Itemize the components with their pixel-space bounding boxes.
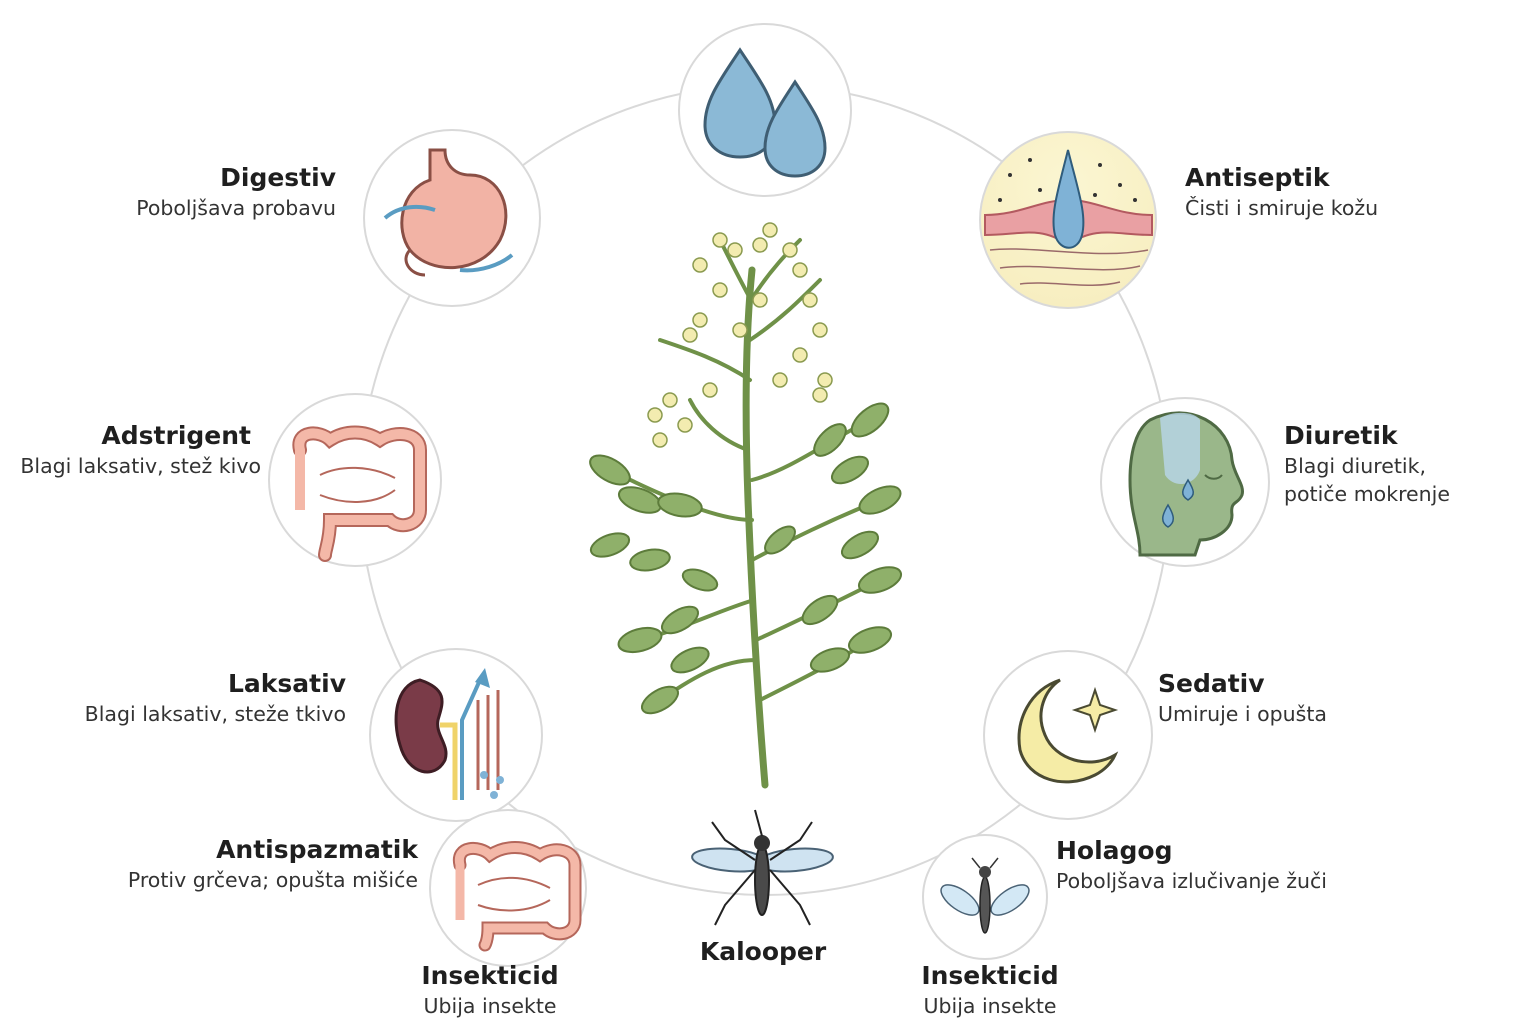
head-profile-icon bbox=[1128, 411, 1245, 557]
label-title: Antispazmatik bbox=[216, 835, 418, 864]
label-title: Adstrigent bbox=[101, 421, 251, 450]
label-desc: Poboljšava izlučivanje žuči bbox=[1056, 869, 1327, 893]
label-insekticid-right: Insekticid Ubija insekte bbox=[890, 960, 1090, 1020]
water-drops-icon bbox=[703, 47, 827, 178]
label-title: Diuretik bbox=[1284, 421, 1398, 450]
skin-drop-icon bbox=[984, 149, 1153, 286]
node-holagog bbox=[922, 834, 1048, 960]
label-title: Holagog bbox=[1056, 836, 1173, 865]
insect-icon bbox=[940, 857, 1030, 934]
label-sedativ: Sedativ Umiruje i opušta bbox=[1158, 668, 1327, 728]
label-desc: Ubija insekte bbox=[423, 994, 557, 1018]
label-desc: Blagi diuretik, bbox=[1284, 454, 1426, 478]
label-desc: Ubija insekte bbox=[923, 994, 1057, 1018]
node-digestiv bbox=[363, 129, 541, 307]
label-adstrigent: Adstrigent Blagi laksativ, stež kivo bbox=[20, 420, 261, 480]
moon-star-icon bbox=[1017, 678, 1119, 784]
node-antiseptik bbox=[979, 131, 1157, 309]
label-desc: potiče mokrenje bbox=[1284, 482, 1450, 506]
node-diuretik bbox=[1100, 397, 1270, 567]
label-title: Antiseptik bbox=[1185, 163, 1330, 192]
kidney-icon bbox=[394, 668, 504, 800]
intestine-icon bbox=[292, 425, 427, 562]
label-laksativ: Laksativ Blagi laksativ, steže tkivo bbox=[85, 668, 346, 728]
label-title: Digestiv bbox=[220, 163, 336, 192]
node-sedativ bbox=[983, 650, 1153, 820]
intestine-icon bbox=[452, 841, 582, 952]
label-title: Laksativ bbox=[228, 669, 346, 698]
node-laksativ bbox=[369, 648, 543, 822]
label-desc: Blagi laksativ, stež kivo bbox=[20, 454, 261, 478]
label-desc: Protiv grčeva; opušta mišiće bbox=[127, 868, 418, 892]
node-top bbox=[678, 23, 852, 197]
label-title: Insekticid bbox=[421, 961, 559, 990]
label-title: Insekticid bbox=[921, 961, 1059, 990]
label-antiseptik: Antiseptik Čisti i smiruje kožu bbox=[1185, 162, 1378, 222]
label-insekticid-left: Insekticid Ubija insekte bbox=[390, 960, 590, 1020]
label-digestiv: Digestiv Poboljšava probavu bbox=[136, 162, 336, 222]
plant-name: Kalooper bbox=[699, 937, 827, 966]
label-antispazmatik: Antispazmatik Protiv grčeva; opušta miši… bbox=[128, 834, 418, 894]
stomach-icon bbox=[383, 148, 514, 277]
label-desc: Poboljšava probavu bbox=[136, 196, 336, 220]
node-antispazmatik bbox=[429, 809, 587, 967]
label-desc: Blagi laksativ, steže tkivo bbox=[84, 702, 346, 726]
label-desc: Umiruje i opušta bbox=[1158, 702, 1327, 726]
label-desc: Čisti i smiruje kožu bbox=[1185, 196, 1379, 220]
plant-illustration bbox=[589, 222, 903, 789]
label-holagog: Holagog Poboljšava izlučivanje žuči bbox=[1056, 835, 1327, 895]
node-adstrigent bbox=[268, 393, 442, 567]
label-diuretik: Diuretik Blagi diuretik, potiče mokrenje bbox=[1284, 420, 1450, 508]
label-title: Sedativ bbox=[1158, 669, 1265, 698]
center-label: Kalooper bbox=[663, 936, 863, 968]
mosquito-icon bbox=[691, 809, 834, 926]
